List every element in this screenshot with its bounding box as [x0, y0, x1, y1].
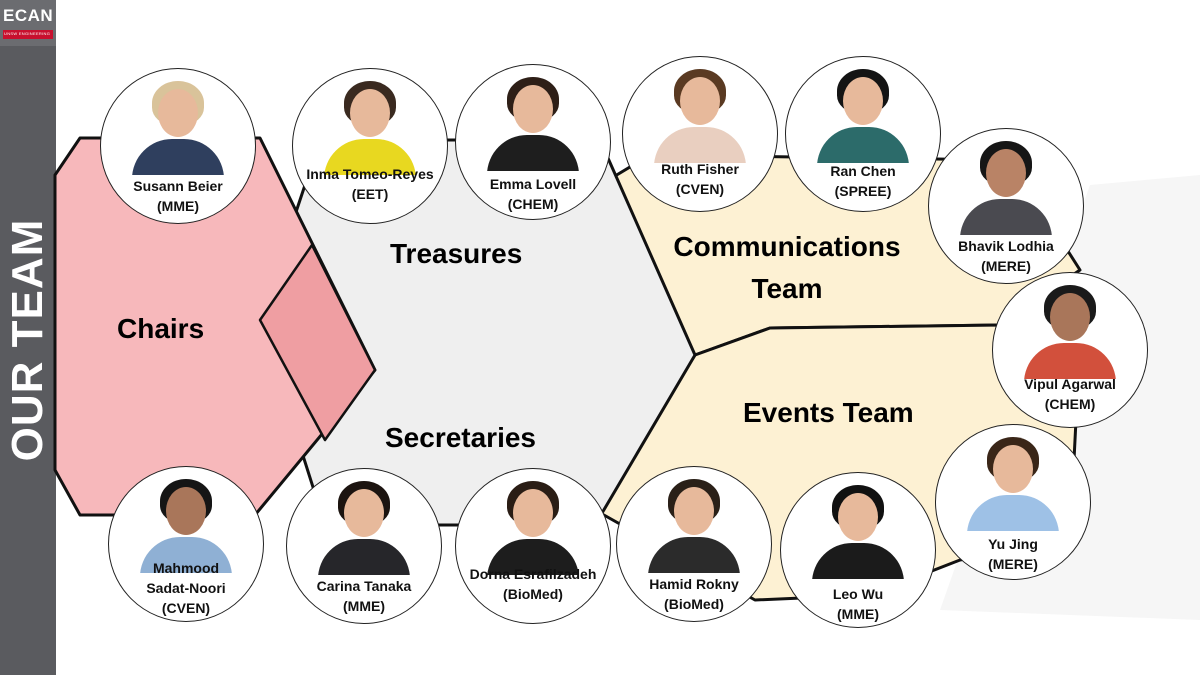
member-dept: (CHEM): [507, 196, 559, 212]
member-photo: [815, 65, 911, 163]
member-card-ran: Ran Chen (SPREE): [785, 56, 941, 212]
member-photo: [130, 77, 226, 175]
member-dept: (MME): [157, 198, 199, 214]
member-dept: (BioMed): [664, 596, 724, 612]
member-card-dorna: Dorna Esrafilzadeh (BioMed): [455, 468, 611, 624]
member-name: Carina Tanaka: [316, 578, 412, 594]
communications-label: Communications Team: [662, 226, 912, 310]
ecan-logo: ECAN UNSW ENGINEERING: [0, 0, 56, 46]
member-name: Emma Lovell: [489, 176, 577, 192]
member-card-leo: Leo Wu (MME): [780, 472, 936, 628]
logo-text: ECAN: [3, 6, 54, 25]
treasures-label: Treasures: [390, 238, 523, 269]
member-dept: (MERE): [981, 258, 1031, 274]
member-name-line1: Mahmood: [152, 560, 220, 576]
member-dept: (BioMed): [503, 586, 563, 602]
member-name: Hamid Rokny: [649, 576, 739, 592]
member-dept: (SPREE): [834, 183, 892, 199]
overlap-shape: [258, 243, 377, 442]
member-dept: (EET): [351, 186, 389, 202]
secretaries-label: Secretaries: [385, 422, 537, 453]
member-card-hamid: Hamid Rokny (BioMed): [616, 466, 772, 622]
chairs-label: Chairs: [117, 313, 205, 344]
member-name: Vipul Agarwal: [1024, 376, 1116, 392]
logo-subtext: UNSW ENGINEERING: [4, 31, 51, 36]
member-name: Ran Chen: [830, 163, 896, 179]
member-card-emma: Emma Lovell (CHEM): [455, 64, 611, 220]
member-photo: [652, 65, 748, 163]
member-card-inma: Inma Tomeo-Reyes (EET): [292, 68, 448, 224]
member-name: Leo Wu: [832, 586, 884, 602]
member-name: Ruth Fisher: [661, 161, 739, 177]
member-photo: [646, 475, 742, 573]
member-card-yu: Yu Jing (MERE): [935, 424, 1091, 580]
sidebar: ECAN UNSW ENGINEERING OUR TEAM: [0, 0, 56, 675]
member-card-mahmood: Mahmood Sadat-Noori (CVEN): [108, 466, 264, 622]
member-card-carina: Carina Tanaka (MME): [286, 468, 442, 624]
member-name: Dorna Esrafilzadeh: [469, 566, 597, 582]
member-name: Inma Tomeo-Reyes: [306, 166, 434, 182]
member-photo: [485, 73, 581, 171]
member-dept: (CVEN): [675, 181, 725, 197]
member-name: Susann Beier: [133, 178, 223, 194]
member-dept: (CVEN): [161, 600, 211, 616]
member-card-bhavik: Bhavik Lodhia (MERE): [928, 128, 1084, 284]
member-dept: (CHEM): [1044, 396, 1096, 412]
member-photo: [958, 137, 1054, 235]
member-dept: (MERE): [988, 556, 1038, 572]
member-photo: [965, 433, 1061, 531]
communications-label-text: Communications Team: [673, 231, 901, 304]
member-photo: [1022, 281, 1118, 379]
member-dept: (MME): [837, 606, 879, 622]
member-photo: [138, 475, 234, 573]
member-name: Bhavik Lodhia: [958, 238, 1054, 254]
member-photo: [485, 477, 581, 575]
member-card-vipul: Vipul Agarwal (CHEM): [992, 272, 1148, 428]
member-name: Yu Jing: [988, 536, 1038, 552]
member-dept: (MME): [343, 598, 385, 614]
member-name-line2: Sadat-Noori: [146, 580, 226, 596]
member-photo: [810, 481, 906, 579]
member-photo: [322, 77, 418, 175]
events-label: Events Team: [743, 397, 914, 428]
logo-red-bar: [3, 30, 53, 39]
member-card-ruth: Ruth Fisher (CVEN): [622, 56, 778, 212]
member-card-susann: Susann Beier (MME): [100, 68, 256, 224]
member-photo: [316, 477, 412, 575]
